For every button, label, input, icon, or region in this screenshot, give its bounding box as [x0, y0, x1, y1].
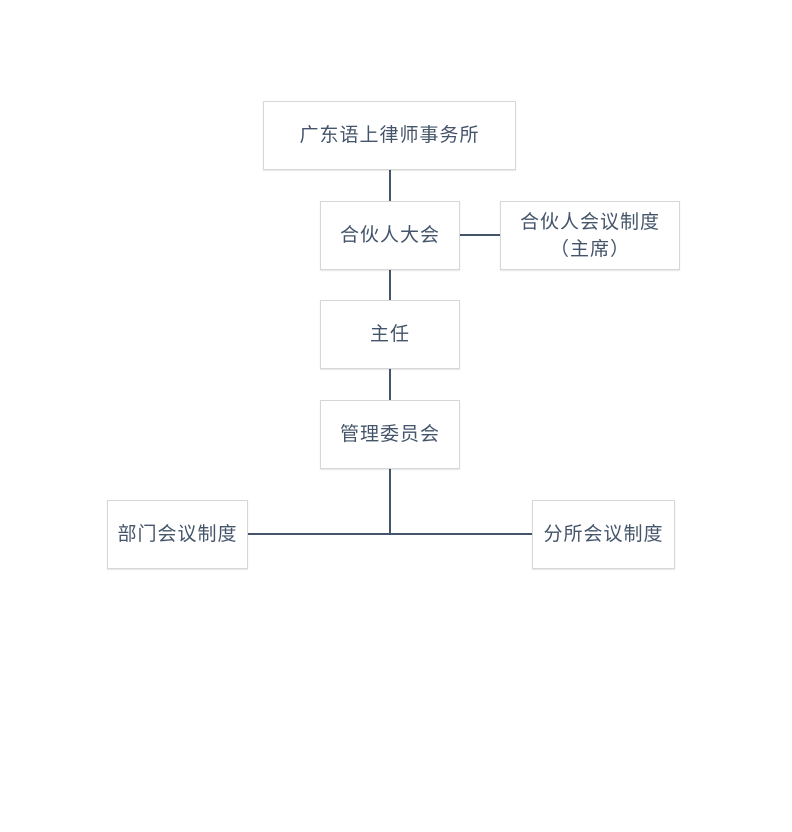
- node-partner-meeting-system-line1: 合伙人会议制度: [519, 211, 660, 233]
- node-director-label: 主任: [369, 324, 410, 345]
- node-law-firm-label: 广东语上律师事务所: [299, 125, 480, 146]
- node-director: 主任: [320, 300, 460, 369]
- node-branch-meeting-system: 分所会议制度: [532, 500, 675, 569]
- node-partner-meeting-system: 合伙人会议制度 （主席）: [500, 201, 680, 270]
- node-law-firm: 广东语上律师事务所: [263, 101, 516, 170]
- connector-root-to-partners-meeting: [389, 170, 391, 201]
- node-branch-meeting-system-label: 分所会议制度: [543, 524, 664, 545]
- connector-bottom-horizontal: [248, 533, 532, 535]
- node-department-meeting-system-label: 部门会议制度: [117, 524, 238, 545]
- node-management-committee: 管理委员会: [320, 400, 460, 469]
- connector-partners-meeting-to-director: [389, 270, 391, 300]
- connector-director-to-management-committee: [389, 369, 391, 400]
- node-department-meeting-system: 部门会议制度: [107, 500, 248, 569]
- connector-partners-meeting-to-meeting-system: [460, 234, 500, 236]
- node-management-committee-label: 管理委员会: [339, 424, 440, 445]
- connector-management-committee-trunk: [389, 469, 391, 535]
- node-partner-meeting-system-line2: （主席）: [549, 238, 630, 260]
- node-partners-meeting: 合伙人大会: [320, 201, 460, 270]
- node-partners-meeting-label: 合伙人大会: [339, 225, 440, 246]
